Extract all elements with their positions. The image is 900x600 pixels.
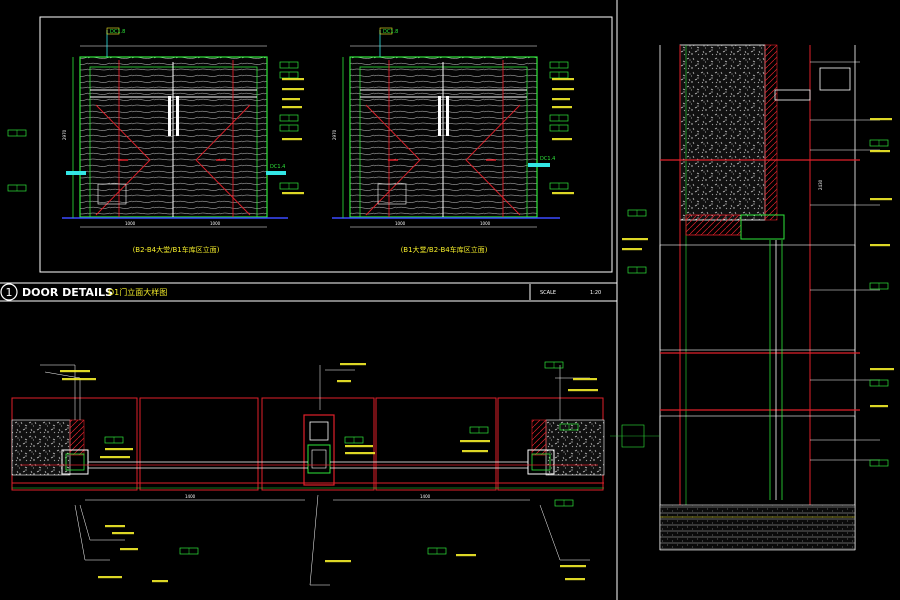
detail-subtitle: D1门立面大样图 (108, 287, 167, 297)
door-plan-section (11, 364, 605, 586)
annotation-text-line (552, 192, 574, 195)
annotation-text-line (62, 378, 96, 381)
annotation-text-line (622, 238, 648, 241)
section-height-dim: 2430 (818, 179, 823, 190)
annotation-text-line (870, 405, 888, 408)
annotation-text-line (460, 440, 490, 443)
annotation-text-line (565, 578, 585, 581)
annotation-text-line (560, 565, 586, 568)
annotation-text-line (870, 150, 890, 153)
annotation-text-line (282, 78, 304, 81)
elevation-2-dim-bottom-a: 1000 (395, 221, 406, 226)
door-head-section (610, 44, 880, 551)
annotation-text-line (552, 88, 574, 91)
annotation-tags (7, 61, 894, 583)
detail-title: DOOR DETAILS (22, 286, 113, 299)
elevation-2-tag-side: DC1.4 (540, 156, 555, 162)
elevation-1-dim-bottom-a: 1000 (125, 221, 136, 226)
annotation-text-line (337, 380, 351, 383)
annotation-text-line (552, 98, 570, 101)
annotation-text-line (112, 532, 134, 535)
plan-dim-right: 1400 (420, 494, 431, 499)
scale-label: SCALE (540, 290, 556, 296)
elevation-2-tag-top: DC1.8 (383, 29, 398, 35)
annotation-text-line (282, 88, 304, 91)
elevation-1-dim-left: 2970 (62, 129, 67, 140)
annotation-text-line (870, 118, 892, 121)
door-elevation-2 (332, 27, 560, 228)
elevation-1-tag-side: DC1.4 (270, 164, 285, 170)
annotation-text-line (345, 452, 375, 455)
elevation-2-dim-left: 2970 (332, 129, 337, 140)
annotation-text-line (120, 548, 138, 551)
annotation-text-line (552, 78, 574, 81)
annotation-text-line (282, 106, 302, 109)
annotation-text-line (552, 106, 572, 109)
annotation-text-line (152, 580, 168, 583)
annotation-text-line (870, 368, 894, 371)
annotation-text-line (870, 198, 892, 201)
annotation-text-line (456, 554, 476, 557)
elevation-2-dim-bottom-b: 1000 (480, 221, 491, 226)
annotation-text-line (100, 456, 130, 459)
annotation-text-line (98, 576, 122, 579)
annotation-text-line (622, 248, 642, 251)
annotation-text-line (60, 370, 90, 373)
elevation-1-caption: (B2-B4大堂/B1车库区立面) (133, 245, 220, 254)
annotation-text-line (870, 244, 890, 247)
sheet-frame (0, 0, 618, 600)
annotation-text-line (282, 98, 300, 101)
annotation-text-line (325, 560, 351, 563)
elevation-1-tag-top: DC1.8 (110, 29, 125, 35)
annotation-text-line (282, 192, 304, 195)
annotation-text-line (462, 450, 488, 453)
title-bar: 1 DOOR DETAILS D1门立面大样图 SCALE 1:20 (0, 282, 617, 301)
annotation-text-line (573, 378, 597, 381)
annotation-text-line (105, 525, 125, 528)
annotation-text-line (345, 445, 373, 448)
annotation-text-line (552, 138, 572, 141)
plan-dim-left: 1400 (185, 494, 196, 499)
door-elevation-1 (62, 27, 288, 228)
detail-number: 1 (6, 286, 13, 299)
scale-value: 1:20 (590, 290, 601, 296)
elevation-1-dim-bottom-b: 1000 (210, 221, 221, 226)
annotation-text-line (282, 138, 302, 141)
annotation-text-line (568, 389, 598, 392)
elevation-2-caption: (B1大堂/B2-B4车库区立面) (401, 245, 488, 254)
annotation-text-line (105, 448, 133, 451)
annotation-text-line (340, 363, 366, 366)
